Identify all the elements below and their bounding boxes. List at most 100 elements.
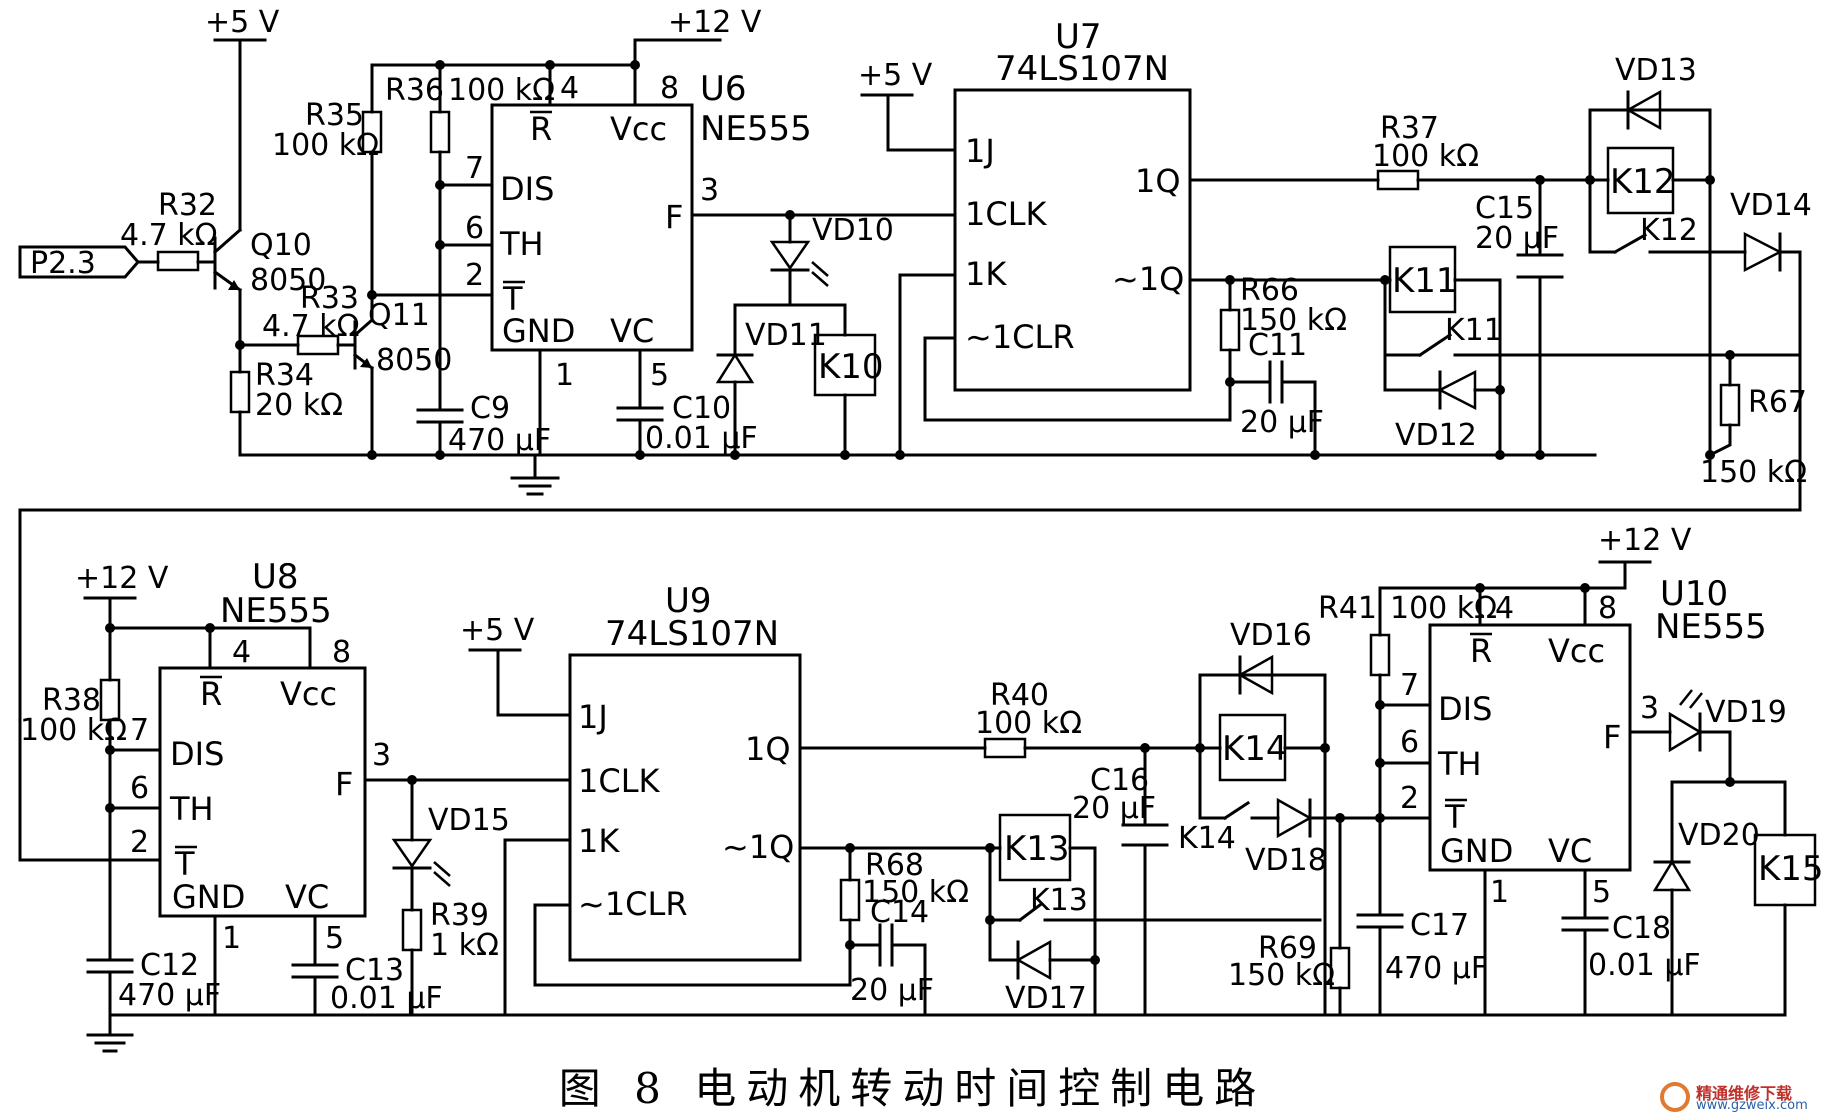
- u6-pin6-num: 6: [465, 211, 484, 246]
- u10-pin-gnd: GND: [1440, 832, 1513, 870]
- u6-pin4-num: 4: [560, 71, 579, 106]
- u8-pin-gnd: GND: [172, 878, 245, 916]
- diode-vd18: VD18: [1245, 797, 1327, 878]
- u7-label: U7: [1055, 17, 1102, 57]
- q11-label: Q11: [368, 298, 430, 333]
- c10-value: 0.01 μF: [645, 421, 758, 456]
- c13-label: C13: [345, 953, 404, 988]
- r38-label: R38: [42, 683, 101, 718]
- vd13-label: VD13: [1615, 53, 1697, 88]
- u9-label: U9: [665, 581, 712, 621]
- u10-pin-vc: VC: [1548, 832, 1592, 870]
- u6-pin7-num: 7: [465, 151, 484, 186]
- k12-label: K12: [1610, 162, 1676, 202]
- r35-label: R35: [305, 98, 364, 133]
- diode-vd17: VD17: [1005, 939, 1097, 1016]
- vd12-label: VD12: [1395, 418, 1477, 453]
- k14-label: K14: [1222, 729, 1288, 769]
- u7-pin-1clr: ~1CLR: [965, 318, 1075, 356]
- c9-label: C9: [470, 391, 510, 426]
- r68-label: R68: [865, 848, 924, 883]
- k11-contact-label: K11: [1445, 313, 1503, 348]
- r36-value: 100 kΩ: [448, 73, 555, 108]
- diode-vd13: VD13: [1615, 53, 1697, 131]
- u8-pin1-num: 1: [222, 921, 241, 956]
- resistor-r68: R68 150 kΩ: [839, 846, 969, 947]
- v5-label-u7: +5 V: [858, 58, 933, 93]
- vd20-label: VD20: [1678, 818, 1760, 853]
- v12-label-u6: +12 V: [668, 5, 762, 40]
- resistor-r37: R37 100 kΩ: [1372, 111, 1479, 191]
- r32-label: R32: [158, 188, 217, 223]
- c10-label: C10: [672, 391, 731, 426]
- resistor-r69: R69 150 kΩ: [1228, 816, 1351, 1017]
- capacitor-c14: C14 20 μF: [848, 895, 934, 1017]
- u10-pin1-num: 1: [1490, 875, 1509, 910]
- resistor-r38: R38 100 kΩ: [20, 626, 127, 962]
- c17-label: C17: [1410, 908, 1469, 943]
- r36-label: R36: [385, 73, 444, 108]
- c15-label: C15: [1475, 191, 1534, 226]
- u8-type: NE555: [220, 591, 332, 631]
- u8-pin6-num: 6: [130, 771, 149, 806]
- r40-value: 100 kΩ: [975, 706, 1082, 741]
- r33-label: R33: [300, 281, 359, 316]
- resistor-r67: R67 150 kΩ: [1700, 353, 1807, 490]
- u6-pin8-num: 8: [660, 71, 679, 106]
- r32-value: 4.7 kΩ: [120, 218, 218, 253]
- c16-label: C16: [1090, 763, 1149, 798]
- transistor-q10: Q10 8050: [212, 227, 326, 298]
- u10-pin6-num: 6: [1400, 725, 1419, 760]
- vd19-label: VD19: [1705, 695, 1787, 730]
- r39-label: R39: [430, 898, 489, 933]
- capacitor-c18: C18 0.01 μF: [1561, 911, 1701, 1017]
- r33-value: 4.7 kΩ: [262, 309, 360, 344]
- u10-pin-f: F: [1603, 718, 1621, 756]
- u9-pin-1k: 1K: [578, 822, 620, 860]
- transistor-q11: Q11 8050: [352, 298, 452, 378]
- resistor-r66: R66 150 kΩ: [1219, 273, 1347, 384]
- u9-pin-1clk: 1CLK: [578, 762, 661, 800]
- capacitor-c11: C11 20 μF: [1228, 328, 1324, 457]
- u10-pin-t: T: [1444, 798, 1465, 836]
- relay-k14: K14: [1218, 713, 1288, 782]
- r67-value: 150 kΩ: [1700, 455, 1807, 490]
- u6-label: U6: [700, 69, 747, 109]
- u6-pin-t: T: [502, 280, 523, 318]
- u10-pin3-num: 3: [1640, 691, 1659, 726]
- capacitor-c10: C10 0.01 μF: [616, 391, 758, 457]
- site-watermark: 精通维修下载 www.gzweix.com: [1660, 1080, 1820, 1116]
- u8-pin4-num: 4: [232, 635, 251, 670]
- diode-vd14: VD14: [1730, 188, 1812, 273]
- relay-k13: K13: [998, 813, 1072, 882]
- c12-label: C12: [140, 948, 199, 983]
- v5-label-u9: +5 V: [460, 613, 535, 648]
- c16-value: 20 μF: [1072, 791, 1156, 826]
- resistor-r41: R41 100 kΩ: [1318, 586, 1497, 917]
- diode-vd12: VD12: [1395, 369, 1502, 453]
- u10-pin2-num: 2: [1400, 781, 1419, 816]
- u7-pin-1j: 1J: [965, 132, 995, 170]
- relay-k12: K12: [1606, 146, 1676, 215]
- r69-value: 150 kΩ: [1228, 958, 1335, 993]
- c11-label: C11: [1248, 328, 1307, 363]
- u7-pin-1q: 1Q: [1135, 162, 1181, 200]
- resistor-r39: R39 1 kΩ: [401, 866, 499, 1017]
- k13-label: K13: [1004, 829, 1070, 869]
- capacitor-c17: C17 470 μF: [1356, 908, 1488, 1017]
- resistor-r36: R36 100 kΩ: [385, 60, 555, 412]
- ic-u6-ne555: +12 V U6 NE555 4 8 7 6 2 3 1 5 R Vcc DIS…: [465, 5, 812, 393]
- c14-value: 20 μF: [850, 973, 934, 1008]
- ground-symbol-bottom: [86, 1013, 134, 1053]
- vd15-label: VD15: [428, 803, 510, 838]
- u10-pin4-num: 4: [1495, 591, 1514, 626]
- c18-value: 0.01 μF: [1588, 948, 1701, 983]
- u8-pin-th: TH: [169, 790, 214, 828]
- u10-type: NE555: [1655, 607, 1767, 647]
- k10-label: K10: [818, 347, 884, 387]
- u10-pin8-num: 8: [1598, 591, 1617, 626]
- capacitor-c12: C12 470 μF: [86, 948, 221, 1017]
- u6-pin1-num: 1: [555, 358, 574, 393]
- c18-label: C18: [1612, 911, 1671, 946]
- resistor-r35: R35 100 kΩ: [272, 63, 637, 297]
